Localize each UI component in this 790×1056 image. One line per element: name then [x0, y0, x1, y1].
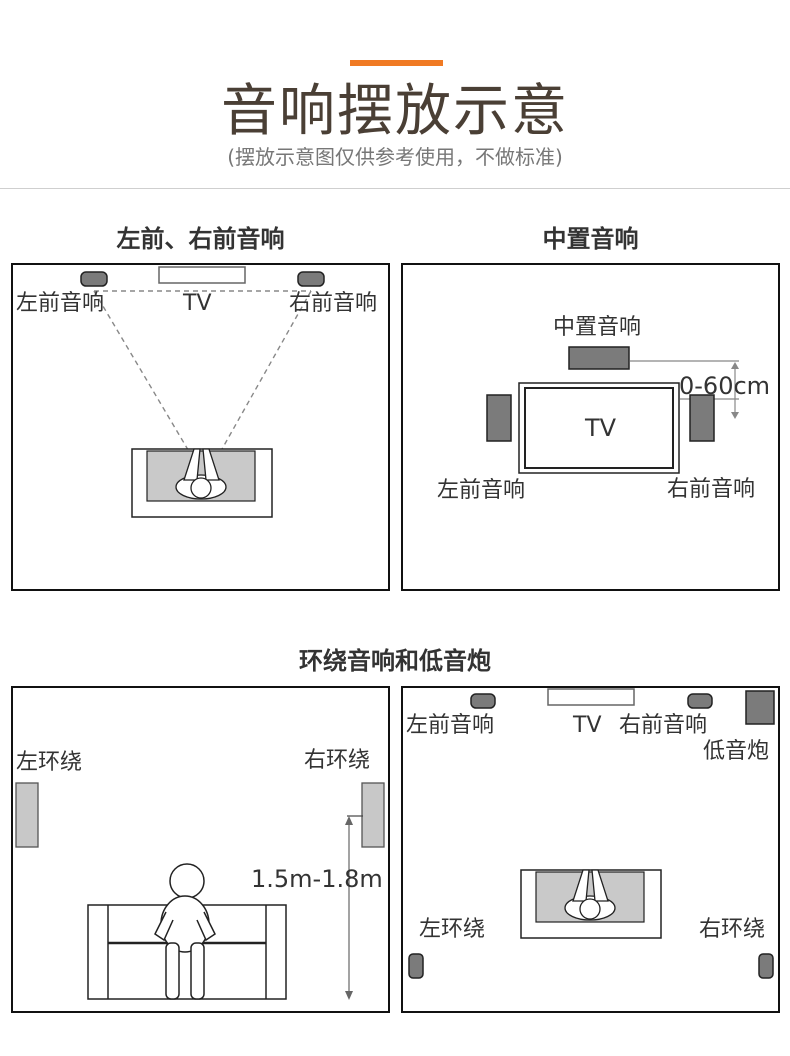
center-speaker-label: 中置音响 [553, 315, 642, 340]
section-title-front: 左前、右前音响 [116, 225, 285, 253]
tv-label: TV [573, 713, 602, 738]
arrow-down-icon [731, 412, 739, 419]
header-divider [0, 188, 790, 189]
left-front-speaker-label: 左前音响 [437, 478, 526, 503]
right-surround-speaker-icon [361, 782, 385, 848]
person-topview-icon [175, 448, 227, 500]
panel-center-speaker: 中置音响 0-60cm TV 左前音响 右前音响 [401, 263, 780, 591]
right-surround-label: 右环绕 [699, 917, 766, 942]
left-surround-speaker-icon [408, 953, 424, 979]
right-sound-line [212, 290, 312, 466]
arrow-up-icon [731, 362, 739, 369]
distance-label: 0-60cm [679, 372, 771, 400]
right-front-speaker-icon [687, 693, 713, 709]
left-front-speaker-label: 左前音响 [406, 713, 495, 738]
panel-surround-side: 左环绕 右环绕 1.5m-1.8m [11, 686, 390, 1013]
page-title: 音响摆放示意 [221, 79, 569, 144]
arrow-down-icon [345, 991, 353, 1000]
subwoofer-label: 低音炮 [703, 739, 770, 764]
section-title-center: 中置音响 [542, 225, 639, 253]
right-front-speaker-label: 右前音响 [667, 477, 756, 502]
surround-side-diagram [15, 782, 385, 1000]
subwoofer-icon [745, 690, 775, 725]
section-title-surround: 环绕音响和低音炮 [299, 647, 491, 675]
right-front-speaker-icon [297, 271, 325, 287]
panel-full-layout: 左前音响 TV 右前音响 低音炮 左环绕 右环绕 [401, 686, 780, 1013]
tv-shape [547, 688, 635, 706]
panel-front-speakers: 左前音响 TV 右前音响 [11, 263, 390, 591]
tv-label: TV [183, 291, 212, 316]
person-topview-icon [564, 869, 616, 921]
left-surround-speaker-icon [15, 782, 39, 848]
center-speaker-diagram [486, 346, 739, 474]
page-subtitle: (摆放示意图仅供参考使用，不做标准) [227, 145, 563, 169]
left-front-speaker-label: 左前音响 [16, 291, 105, 316]
person-icon [154, 863, 216, 1000]
right-surround-label: 右环绕 [304, 748, 371, 773]
center-speaker-icon [568, 346, 630, 370]
right-front-speaker-label: 右前音响 [619, 713, 708, 738]
full-layout-diagram [408, 688, 775, 979]
arrow-up-icon [345, 816, 353, 825]
tv-label: TV [585, 414, 617, 442]
tv-screen [524, 387, 674, 469]
left-sound-line [93, 290, 198, 466]
right-surround-speaker-icon [758, 953, 774, 979]
accent-bar [350, 60, 443, 66]
front-speakers-diagram [80, 266, 325, 518]
left-front-speaker-icon [80, 271, 108, 287]
right-front-speaker-label: 右前音响 [289, 291, 378, 316]
left-front-speaker-icon [470, 693, 496, 709]
right-front-speaker-icon [689, 394, 715, 442]
left-surround-label: 左环绕 [419, 917, 486, 942]
height-label: 1.5m-1.8m [251, 865, 383, 893]
left-surround-label: 左环绕 [16, 750, 83, 775]
left-front-speaker-icon [486, 394, 512, 442]
tv-shape [158, 266, 246, 284]
